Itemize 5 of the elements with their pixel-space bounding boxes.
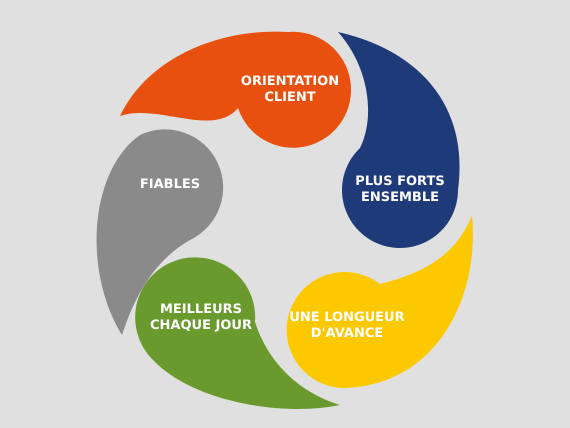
segment-label: PLUS FORTS ENSEMBLE [354,174,446,206]
segment-label: FIABLES [138,177,202,193]
segment-label: MEILLEURS CHAQUE JOUR [149,302,253,334]
segment-label: UNE LONGUEUR D'AVANCE [288,310,406,342]
segment-label: ORIENTATION CLIENT [240,74,340,106]
